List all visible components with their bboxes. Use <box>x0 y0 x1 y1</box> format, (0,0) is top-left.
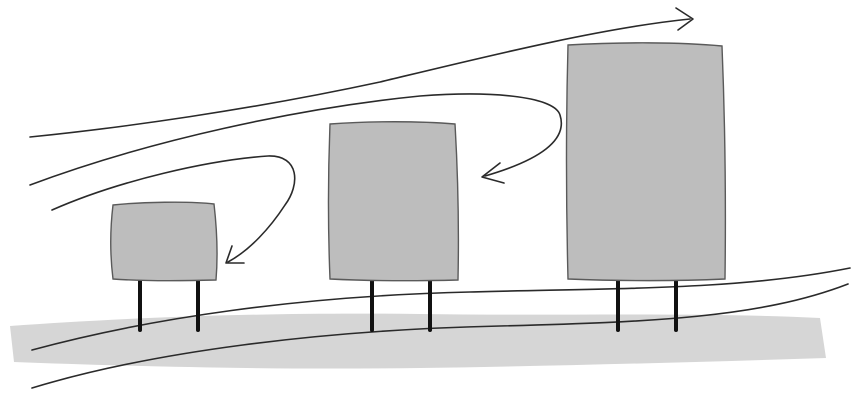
arrow-return-medium <box>30 94 561 185</box>
box-large <box>567 43 726 281</box>
arrow-return-small-head <box>226 246 244 263</box>
box-small <box>111 202 217 280</box>
ground-shadow <box>10 314 826 369</box>
box-medium <box>329 122 459 281</box>
